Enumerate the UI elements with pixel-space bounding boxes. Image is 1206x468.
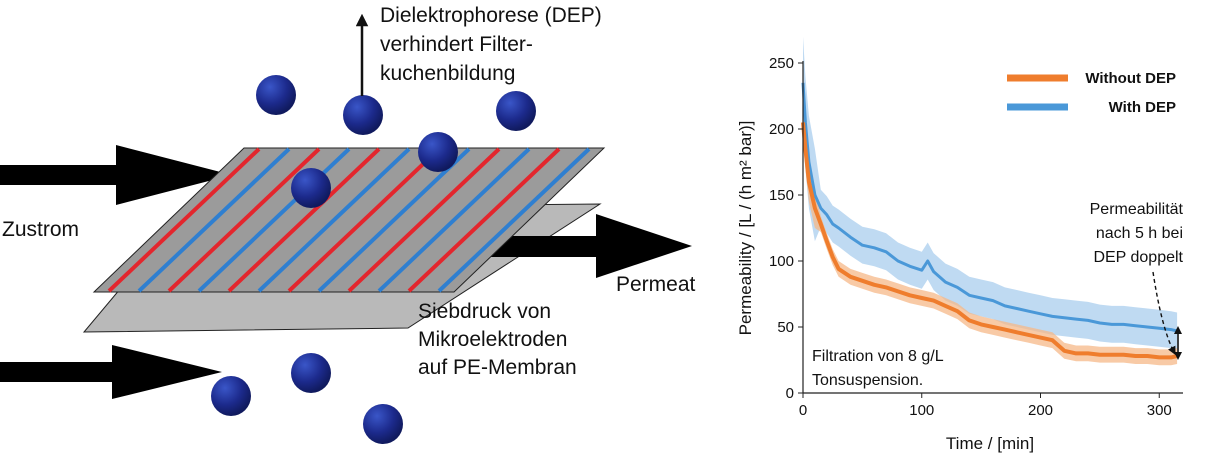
doubling-annotation: Permeabilität nach 5 h bei DEP doppelt bbox=[1090, 201, 1184, 360]
dep-note-line3: kuchenbildung bbox=[380, 62, 515, 85]
particle bbox=[211, 376, 251, 416]
series-line-without-dep bbox=[801, 122, 1178, 360]
permeate-label: Permeat bbox=[616, 273, 696, 296]
y-tick-label: 150 bbox=[769, 187, 794, 204]
electrode-red bbox=[347, 147, 501, 293]
particle bbox=[496, 91, 536, 131]
note-line2: Tonsuspension. bbox=[812, 372, 923, 389]
electrode-red bbox=[287, 147, 441, 293]
x-axis-label: Time / [min] bbox=[946, 434, 1034, 453]
particle bbox=[418, 132, 458, 172]
particle bbox=[343, 95, 383, 135]
particle bbox=[256, 75, 296, 115]
dep-note-line2: verhindert Filter- bbox=[380, 33, 533, 56]
inflow-arrow-top bbox=[0, 145, 232, 205]
x-tick-label: 300 bbox=[1147, 402, 1172, 419]
annotation-line2: nach 5 h bei bbox=[1096, 225, 1183, 242]
y-tick-label: 0 bbox=[786, 385, 794, 402]
particle bbox=[291, 168, 331, 208]
x-tick-label: 100 bbox=[909, 402, 934, 419]
print-note-line2: Mikroelektroden bbox=[418, 328, 567, 351]
electrode-blue bbox=[317, 147, 471, 293]
annotation-pointer bbox=[1152, 271, 1176, 355]
chart-legend: Without DEP With DEP bbox=[1007, 70, 1176, 116]
particle bbox=[363, 404, 403, 444]
series-lines bbox=[801, 82, 1178, 360]
y-tick-label: 250 bbox=[769, 55, 794, 72]
inflow-label: Zustrom bbox=[2, 218, 79, 241]
x-tick-label: 0 bbox=[799, 402, 807, 419]
electrode-red bbox=[407, 147, 561, 293]
filtration-schematic: Dielektrophorese (DEP) verhindert Filter… bbox=[0, 4, 696, 444]
y-axis-label: Permeability / [L / (h m² bar)] bbox=[736, 121, 755, 336]
confidence-bands bbox=[803, 36, 1178, 366]
annotation-line3: DEP doppelt bbox=[1093, 249, 1183, 266]
electrode-red bbox=[107, 147, 261, 293]
electrode-blue bbox=[437, 147, 591, 293]
electrode-blue bbox=[257, 147, 411, 293]
x-tick-label: 200 bbox=[1028, 402, 1053, 419]
inflow-arrow-bottom bbox=[0, 345, 222, 399]
electrode-blue bbox=[137, 147, 291, 293]
legend-label-without-dep: Without DEP bbox=[1085, 70, 1176, 87]
print-note-line1: Siebdruck von bbox=[418, 300, 551, 323]
y-tick-label: 200 bbox=[769, 121, 794, 138]
permeability-chart: 0 50 100 150 200 250 0 100 200 300 Permeability /… bbox=[736, 36, 1184, 453]
series-line-with-dep bbox=[801, 82, 1178, 333]
legend-label-with-dep: With DEP bbox=[1109, 99, 1176, 116]
dep-note-line1: Dielektrophorese (DEP) bbox=[380, 4, 602, 27]
electrode-blue bbox=[377, 147, 531, 293]
electrode-stripes bbox=[107, 147, 591, 293]
particle bbox=[291, 353, 331, 393]
electrode-blue bbox=[197, 147, 351, 293]
print-note-line3: auf PE-Membran bbox=[418, 356, 577, 379]
note-line1: Filtration von 8 g/L bbox=[812, 348, 944, 365]
chart-ticks: 0 50 100 150 200 250 0 100 200 300 bbox=[769, 55, 1172, 419]
chart-axes bbox=[802, 61, 1183, 394]
annotation-line1: Permeabilität bbox=[1090, 201, 1184, 218]
electrode-red bbox=[227, 147, 381, 293]
y-tick-label: 100 bbox=[769, 253, 794, 270]
y-tick-label: 50 bbox=[777, 319, 794, 336]
electrode-red bbox=[167, 147, 321, 293]
band-with-dep bbox=[803, 36, 1178, 350]
